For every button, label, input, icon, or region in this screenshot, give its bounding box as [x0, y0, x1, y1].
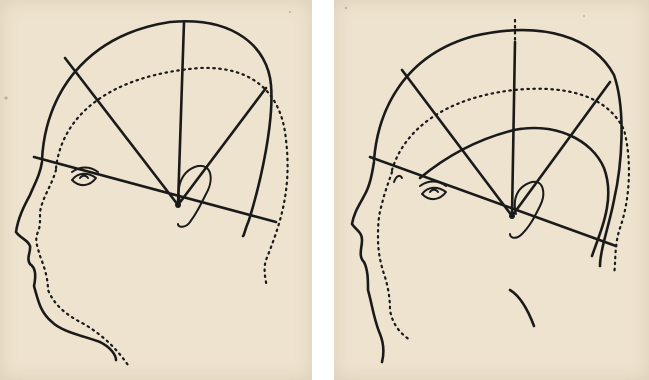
ear-center-point: [509, 213, 515, 219]
eye-icon: [72, 174, 96, 185]
radial-line-front: [402, 70, 512, 216]
paper-speck: [289, 11, 291, 13]
neck-outline: [510, 290, 534, 326]
paper-speck: [4, 96, 7, 99]
radial-line-front: [65, 58, 178, 205]
radial-line-back: [512, 82, 610, 216]
face-profile-dotted: [378, 172, 410, 340]
outer-skull-outline: [374, 30, 622, 266]
face-profile-solid: [352, 162, 383, 362]
skull-outline-dotted: [56, 68, 288, 287]
left-head-drawing: [0, 0, 312, 380]
baseline-reference-line: [370, 157, 616, 246]
right-head-drawing: [334, 0, 649, 380]
face-profile-dotted: [36, 170, 130, 368]
nose-bridge-mark: [394, 176, 402, 182]
radial-line-top: [512, 42, 515, 216]
ear-center-point: [175, 202, 181, 208]
paper-speck: [583, 15, 585, 17]
baseline-reference-line: [34, 157, 276, 222]
right-head-panel: [334, 0, 649, 380]
radial-line-back: [178, 88, 266, 205]
eye-icon: [422, 188, 446, 199]
left-head-panel: [0, 0, 312, 380]
face-profile-solid: [16, 162, 116, 360]
paper-speck: [345, 7, 347, 9]
ear-outline: [510, 182, 543, 238]
